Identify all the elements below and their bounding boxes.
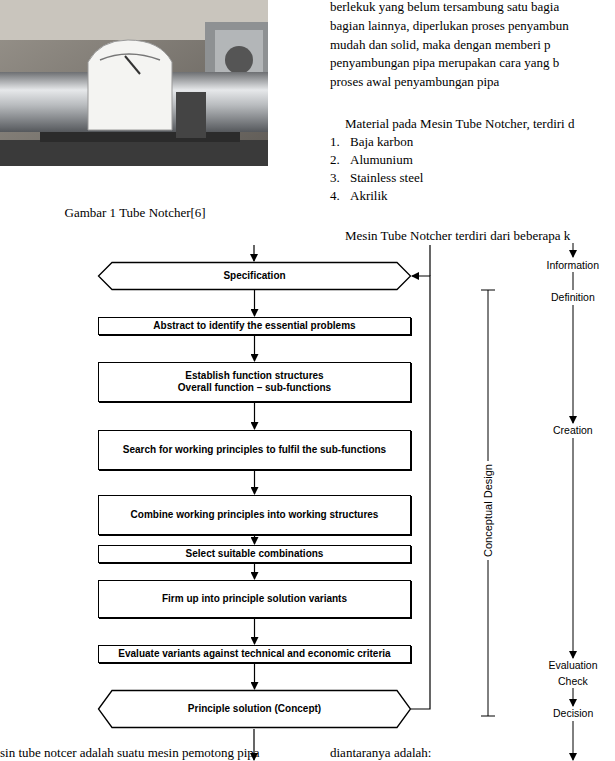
entry-arrow	[253, 245, 254, 261]
box-text: Principle solution (Concept)	[188, 703, 321, 715]
box-text: Combine working principles into working …	[131, 509, 379, 521]
flow-arrow	[254, 663, 255, 689]
process-box: Abstract to identify the essential probl…	[98, 317, 411, 335]
body-text: berlekuk yang belum tersambung satu bagi…	[330, 0, 559, 16]
flow-arrow	[254, 535, 255, 544]
bracket-tick	[481, 716, 495, 717]
step-arrow	[573, 243, 574, 257]
body-text: Mesin Tube Notcher terdiri dari beberapa…	[345, 227, 570, 245]
phase-label: Evaluation	[549, 659, 598, 671]
bracket-label: Conceptual Design	[482, 461, 494, 560]
box-text: Evaluate variants against technical and …	[118, 648, 390, 660]
flow-arrow	[254, 618, 255, 644]
body-text: 4.	[330, 187, 340, 205]
body-text: mudah dan solid, maka dengan memberi p	[330, 36, 551, 54]
body-text: Akrilik	[350, 187, 388, 205]
phase-label: Information	[547, 259, 600, 271]
step-line	[573, 272, 574, 290]
box-text: Firm up into principle solution variants	[162, 593, 347, 605]
hexagon-shape	[99, 263, 411, 290]
process-box: Establish function structuresOverall fun…	[98, 362, 411, 402]
flow-arrow	[254, 335, 255, 361]
flow-arrow	[254, 470, 255, 494]
body-text: penyambungan pipa merupakan cara yang b	[330, 54, 559, 72]
body-text: 3.	[330, 169, 340, 187]
body-text: diantaranya adalah:	[330, 744, 431, 761]
phase-label: Decision	[553, 707, 593, 719]
process-box: Select suitable combinations	[98, 545, 411, 563]
body-text: Material pada Mesin Tube Notcher, terdir…	[345, 115, 574, 133]
feedback-line	[429, 245, 430, 276]
body-text: Alumunium	[350, 151, 413, 169]
box-text: Establish function structures	[185, 370, 323, 382]
body-text: proses awal penyambungan pipa	[330, 73, 499, 91]
feedback-arrow	[411, 276, 430, 709]
terminal-hexagon: Specification	[98, 262, 411, 290]
process-box: Firm up into principle solution variants	[98, 580, 411, 618]
flow-arrow	[254, 563, 255, 579]
step-arrow	[573, 688, 574, 706]
step-arrow	[573, 721, 574, 760]
body-text: 1.	[330, 133, 340, 151]
body-text: Stainless steel	[350, 169, 423, 187]
box-text: Abstract to identify the essential probl…	[153, 320, 355, 332]
flow-arrow	[254, 290, 255, 316]
terminal-hexagon: Principle solution (Concept)	[98, 690, 411, 728]
step-arrow	[573, 438, 574, 658]
body-text: Gambar 1 Tube Notcher[6]	[65, 204, 206, 222]
body-text: 2.	[330, 151, 340, 169]
flow-arrow	[254, 402, 255, 429]
bracket-tick	[481, 290, 495, 291]
phase-label: Check	[558, 675, 588, 687]
box-text: Overall function – sub-functions	[178, 382, 331, 394]
process-box: Combine working principles into working …	[98, 495, 411, 535]
body-text: sin tube notcer adalah suatu mesin pemot…	[0, 744, 260, 761]
body-text: Baja karbon	[350, 133, 413, 151]
box-text: Search for working principles to fulfil …	[123, 444, 386, 456]
tube-notcher-photo	[0, 0, 268, 166]
step-arrow	[573, 305, 574, 423]
phase-label: Definition	[551, 291, 595, 303]
body-text: bagian lainnya, diperlukan proses penyam…	[330, 17, 569, 35]
hexagon-shape	[99, 691, 411, 728]
process-box: Evaluate variants against technical and …	[98, 645, 411, 663]
process-box: Search for working principles to fulfil …	[98, 430, 411, 470]
phase-label: Creation	[553, 424, 593, 436]
box-text: Specification	[223, 270, 285, 282]
box-text: Select suitable combinations	[186, 548, 324, 560]
